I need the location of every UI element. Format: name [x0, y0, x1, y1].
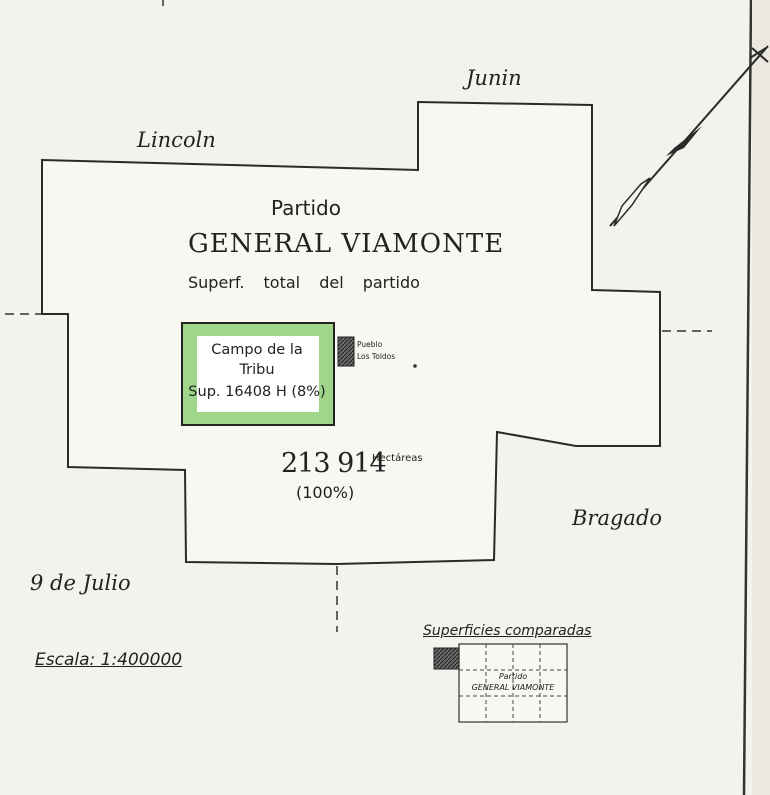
map-scale: Escala: 1:400000	[35, 650, 183, 670]
district-subtitle: Superf. total del partido	[188, 273, 420, 292]
town-label-line1: Pueblo	[357, 340, 383, 349]
comparison-title: Superficies comparadas	[423, 623, 592, 639]
district-name: GENERAL VIAMONTE	[188, 229, 505, 259]
total-area-unit: Hectáreas	[372, 453, 423, 464]
town-label-line2: Los Toldos	[357, 352, 396, 361]
place-9-de-julio: 9 de Julio	[30, 571, 131, 595]
tribe-field-box	[181, 322, 335, 426]
comparison-label-line2: GENERAL VIAMONTE	[471, 683, 555, 692]
page-margin-strip	[752, 0, 770, 795]
tribe-field-line1: Campo de la	[211, 342, 303, 358]
district-boundary	[41, 100, 661, 566]
tribe-field-line2: Tribu	[239, 362, 275, 378]
tribe-field-area: Sup. 16408 H (8%)	[188, 384, 326, 400]
comparison-grid	[433, 643, 568, 723]
map-dot	[413, 364, 417, 368]
place-junin: Junin	[466, 66, 522, 90]
comparison-label-line1: Partido	[498, 672, 528, 681]
place-bragado: Bragado	[572, 506, 663, 530]
total-area-value: 213 914	[281, 448, 387, 479]
page-edge-line	[742, 0, 753, 795]
north-arrow-icon	[609, 45, 769, 227]
place-lincoln: Lincoln	[137, 128, 216, 152]
district-label: Partido	[271, 196, 341, 220]
tribe-field-inner	[197, 336, 319, 412]
total-area-percent: (100%)	[296, 483, 355, 502]
town-marker	[337, 336, 355, 367]
